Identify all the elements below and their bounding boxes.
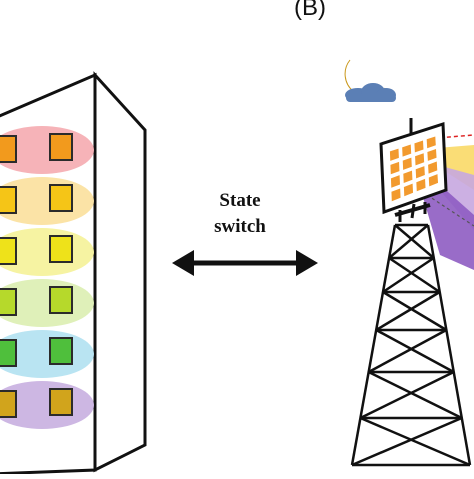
panel-cell: [426, 136, 436, 149]
panel-cell: [428, 174, 439, 187]
window-left: [0, 288, 17, 316]
panel-cells: [389, 136, 439, 202]
tower-brace: [382, 256, 435, 294]
panel-cell: [403, 170, 413, 184]
tower-brace: [394, 224, 435, 259]
window-left: [0, 339, 17, 367]
panel-cell: [391, 188, 401, 202]
window-right: [49, 388, 73, 416]
window-right: [49, 133, 73, 161]
window-left: [0, 186, 17, 214]
arrow-head-right: [296, 250, 318, 276]
state-switch-arrow: [172, 250, 318, 276]
window-right: [49, 235, 73, 263]
tower-brace: [359, 416, 471, 467]
antenna-panel: [379, 118, 448, 222]
building: [0, 71, 147, 476]
crescent-moon-icon: [344, 59, 386, 97]
tower-brace: [359, 370, 455, 420]
building-side-face: [93, 71, 147, 473]
tower-brace: [368, 328, 447, 374]
panel-cell: [428, 161, 438, 174]
tower-leg-right: [426, 224, 472, 466]
tower-brace: [368, 370, 463, 420]
window-right: [49, 184, 73, 212]
tower-brace: [351, 416, 463, 467]
moon-cloud-icon: [344, 59, 396, 102]
arrow-head-left: [172, 250, 194, 276]
window-left: [0, 135, 17, 163]
tower-brace: [375, 328, 455, 374]
tower-leg-left: [350, 224, 397, 466]
tower-brace: [388, 256, 441, 294]
panel-label: (B): [294, 0, 326, 21]
window-left: [0, 237, 17, 265]
panel-cell: [402, 144, 412, 157]
window-right: [49, 337, 73, 365]
tower-brace: [388, 224, 429, 259]
panel-cell: [416, 178, 426, 192]
lattice-tower: [350, 223, 472, 467]
panel-cell: [415, 153, 425, 166]
state-switch-label-line2: switch: [214, 216, 266, 237]
state-switch-label-line1: State: [219, 190, 261, 211]
panel-cell: [390, 175, 400, 188]
panel-cell: [427, 149, 437, 161]
window-left: [0, 390, 17, 418]
panel-cell: [389, 148, 399, 161]
building-rows: [0, 126, 94, 429]
window-right: [49, 286, 73, 314]
panel-cell: [414, 140, 424, 153]
tower-brace: [375, 290, 441, 332]
panel-cell: [415, 166, 425, 179]
panel-cell: [402, 157, 412, 170]
tower-brace: [382, 290, 448, 332]
cloud-icon: [345, 83, 396, 102]
panel-cell: [390, 161, 400, 175]
panel-cell: [403, 183, 414, 197]
